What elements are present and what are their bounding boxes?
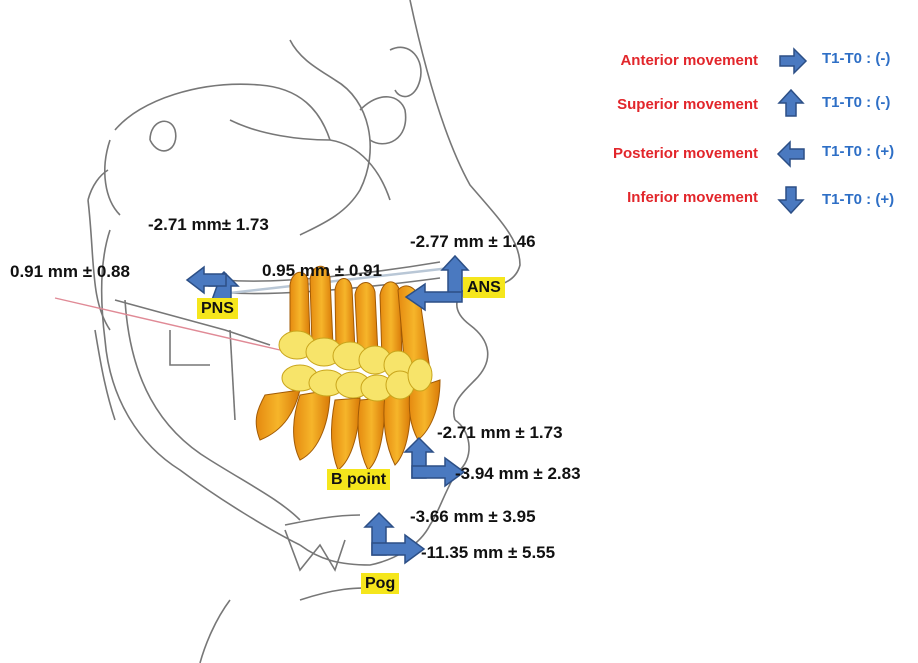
- down-arrow-icon: [776, 185, 806, 215]
- legend-posterior-text: Posterior movement: [613, 146, 758, 161]
- pog-label: Pog: [361, 573, 399, 594]
- pog-vertical-value: -3.66 mm ± 3.95: [410, 508, 536, 525]
- up-arrow-icon: [776, 88, 806, 118]
- left-arrow-icon: [776, 139, 806, 169]
- right-arrow-icon: [778, 46, 808, 76]
- pog-horizontal-value: -11.35 mm ± 5.55: [421, 544, 555, 561]
- ans-horizontal-value: 0.95 mm ± 0.91: [262, 262, 382, 279]
- ans-label: ANS: [463, 277, 505, 298]
- legend-inferior-text: Inferior movement: [627, 190, 758, 205]
- legend-anterior-rule: T1-T0 : (-): [822, 51, 890, 66]
- legend-posterior-rule: T1-T0 : (+): [822, 144, 894, 159]
- b-point-horizontal-value: -3.94 mm ± 2.83: [455, 465, 581, 482]
- b-point-vertical-value: -2.71 mm ± 1.73: [437, 424, 563, 441]
- reference-line: [55, 298, 280, 350]
- legend-superior-text: Superior movement: [617, 97, 758, 112]
- ans-movement-arrow: [406, 256, 468, 310]
- legend-anterior-text: Anterior movement: [620, 53, 758, 68]
- b-point-label: B point: [327, 469, 390, 490]
- pns-label: PNS: [197, 298, 238, 319]
- ans-vertical-value: -2.77 mm ± 1.46: [410, 233, 536, 250]
- pns-vertical-value: -2.71 mm± 1.73: [148, 216, 269, 233]
- legend-superior-rule: T1-T0 : (-): [822, 95, 890, 110]
- pns-horizontal-value: 0.91 mm ± 0.88: [10, 263, 130, 280]
- legend-inferior-rule: T1-T0 : (+): [822, 192, 894, 207]
